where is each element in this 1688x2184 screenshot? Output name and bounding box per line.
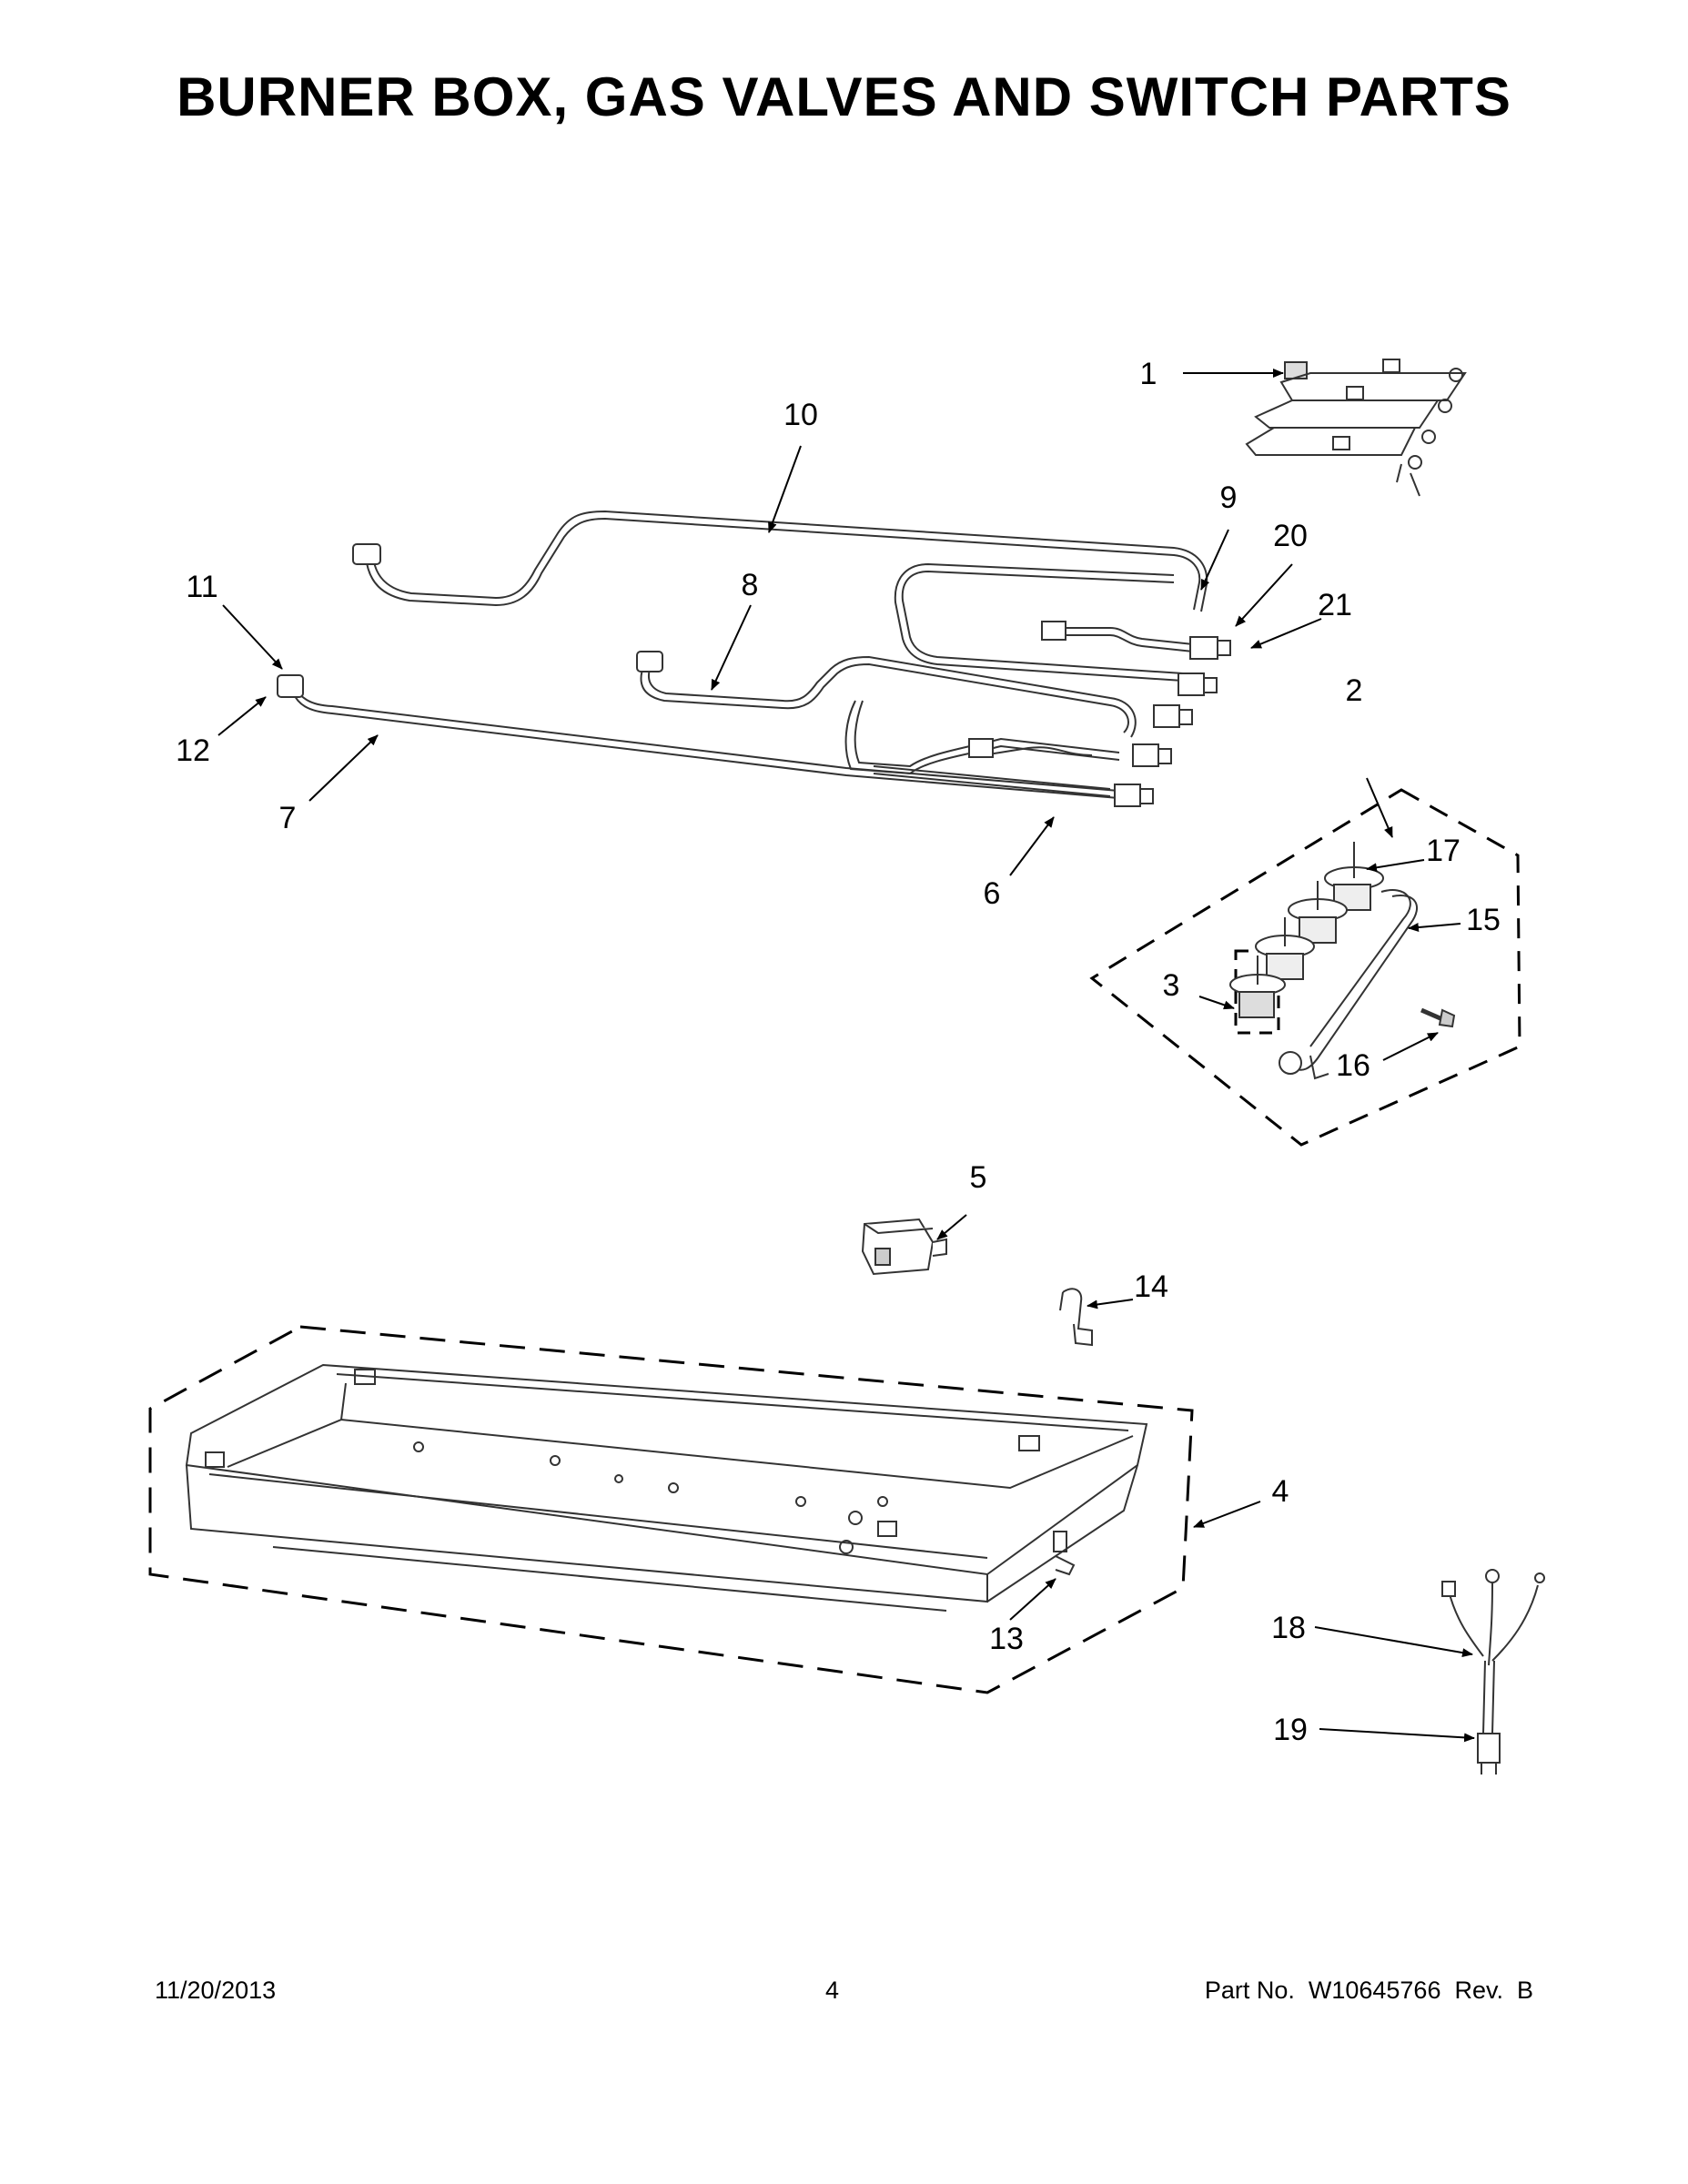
- callout-21: 21: [1318, 588, 1352, 622]
- switch-part: [861, 1218, 947, 1276]
- wire-harness-part: [1441, 1569, 1545, 1774]
- burner-box-group: [148, 1325, 1194, 1694]
- footer-date: 11/20/2013: [155, 1977, 277, 2004]
- dashed-frame-4: [148, 1325, 1194, 1694]
- footer-page-number: 4: [825, 1977, 840, 2004]
- valve-manifold-group: [1089, 788, 1521, 1147]
- callout-13: 13: [989, 1622, 1024, 1656]
- callout-5: 5: [970, 1160, 987, 1195]
- callout-10: 10: [783, 398, 818, 432]
- switch-bracket-part: [1245, 359, 1467, 497]
- callout-19: 19: [1273, 1713, 1308, 1747]
- tube-10: [365, 517, 1201, 611]
- callout-8: 8: [742, 568, 759, 602]
- callout-12: 12: [176, 733, 210, 768]
- callout-2: 2: [1346, 673, 1363, 708]
- tube-6: [873, 773, 1111, 797]
- callout-4: 4: [1272, 1474, 1289, 1509]
- bracket-part-14: [1059, 1288, 1093, 1347]
- tube-20: [1065, 627, 1211, 647]
- callout-7: 7: [279, 801, 297, 835]
- callout-11: 11: [186, 570, 217, 604]
- callout-16: 16: [1336, 1048, 1370, 1083]
- footer-part-number: Part No. W10645766 Rev. B: [1204, 1977, 1533, 2004]
- callout-9: 9: [1220, 480, 1238, 515]
- callout-6: 6: [984, 876, 1001, 911]
- tube-9: [901, 570, 1184, 674]
- callout-20: 20: [1273, 519, 1308, 553]
- tube-8: [640, 662, 1129, 733]
- callout-17: 17: [1426, 834, 1461, 868]
- dashed-frame-2: [1089, 788, 1521, 1147]
- callout-1: 1: [1140, 357, 1157, 391]
- leader-arrows: [217, 369, 1475, 1743]
- callout-14: 14: [1134, 1269, 1168, 1304]
- callout-labels: 1 10 9 20 21 8 11 12 7 6 2 17 15 3 16 5 …: [176, 357, 1501, 1747]
- callout-15: 15: [1466, 903, 1501, 937]
- gas-tubes: [277, 510, 1231, 807]
- callout-3: 3: [1163, 968, 1180, 1003]
- page-title: BURNER BOX, GAS VALVES AND SWITCH PARTS: [177, 66, 1511, 127]
- callout-18: 18: [1271, 1611, 1306, 1645]
